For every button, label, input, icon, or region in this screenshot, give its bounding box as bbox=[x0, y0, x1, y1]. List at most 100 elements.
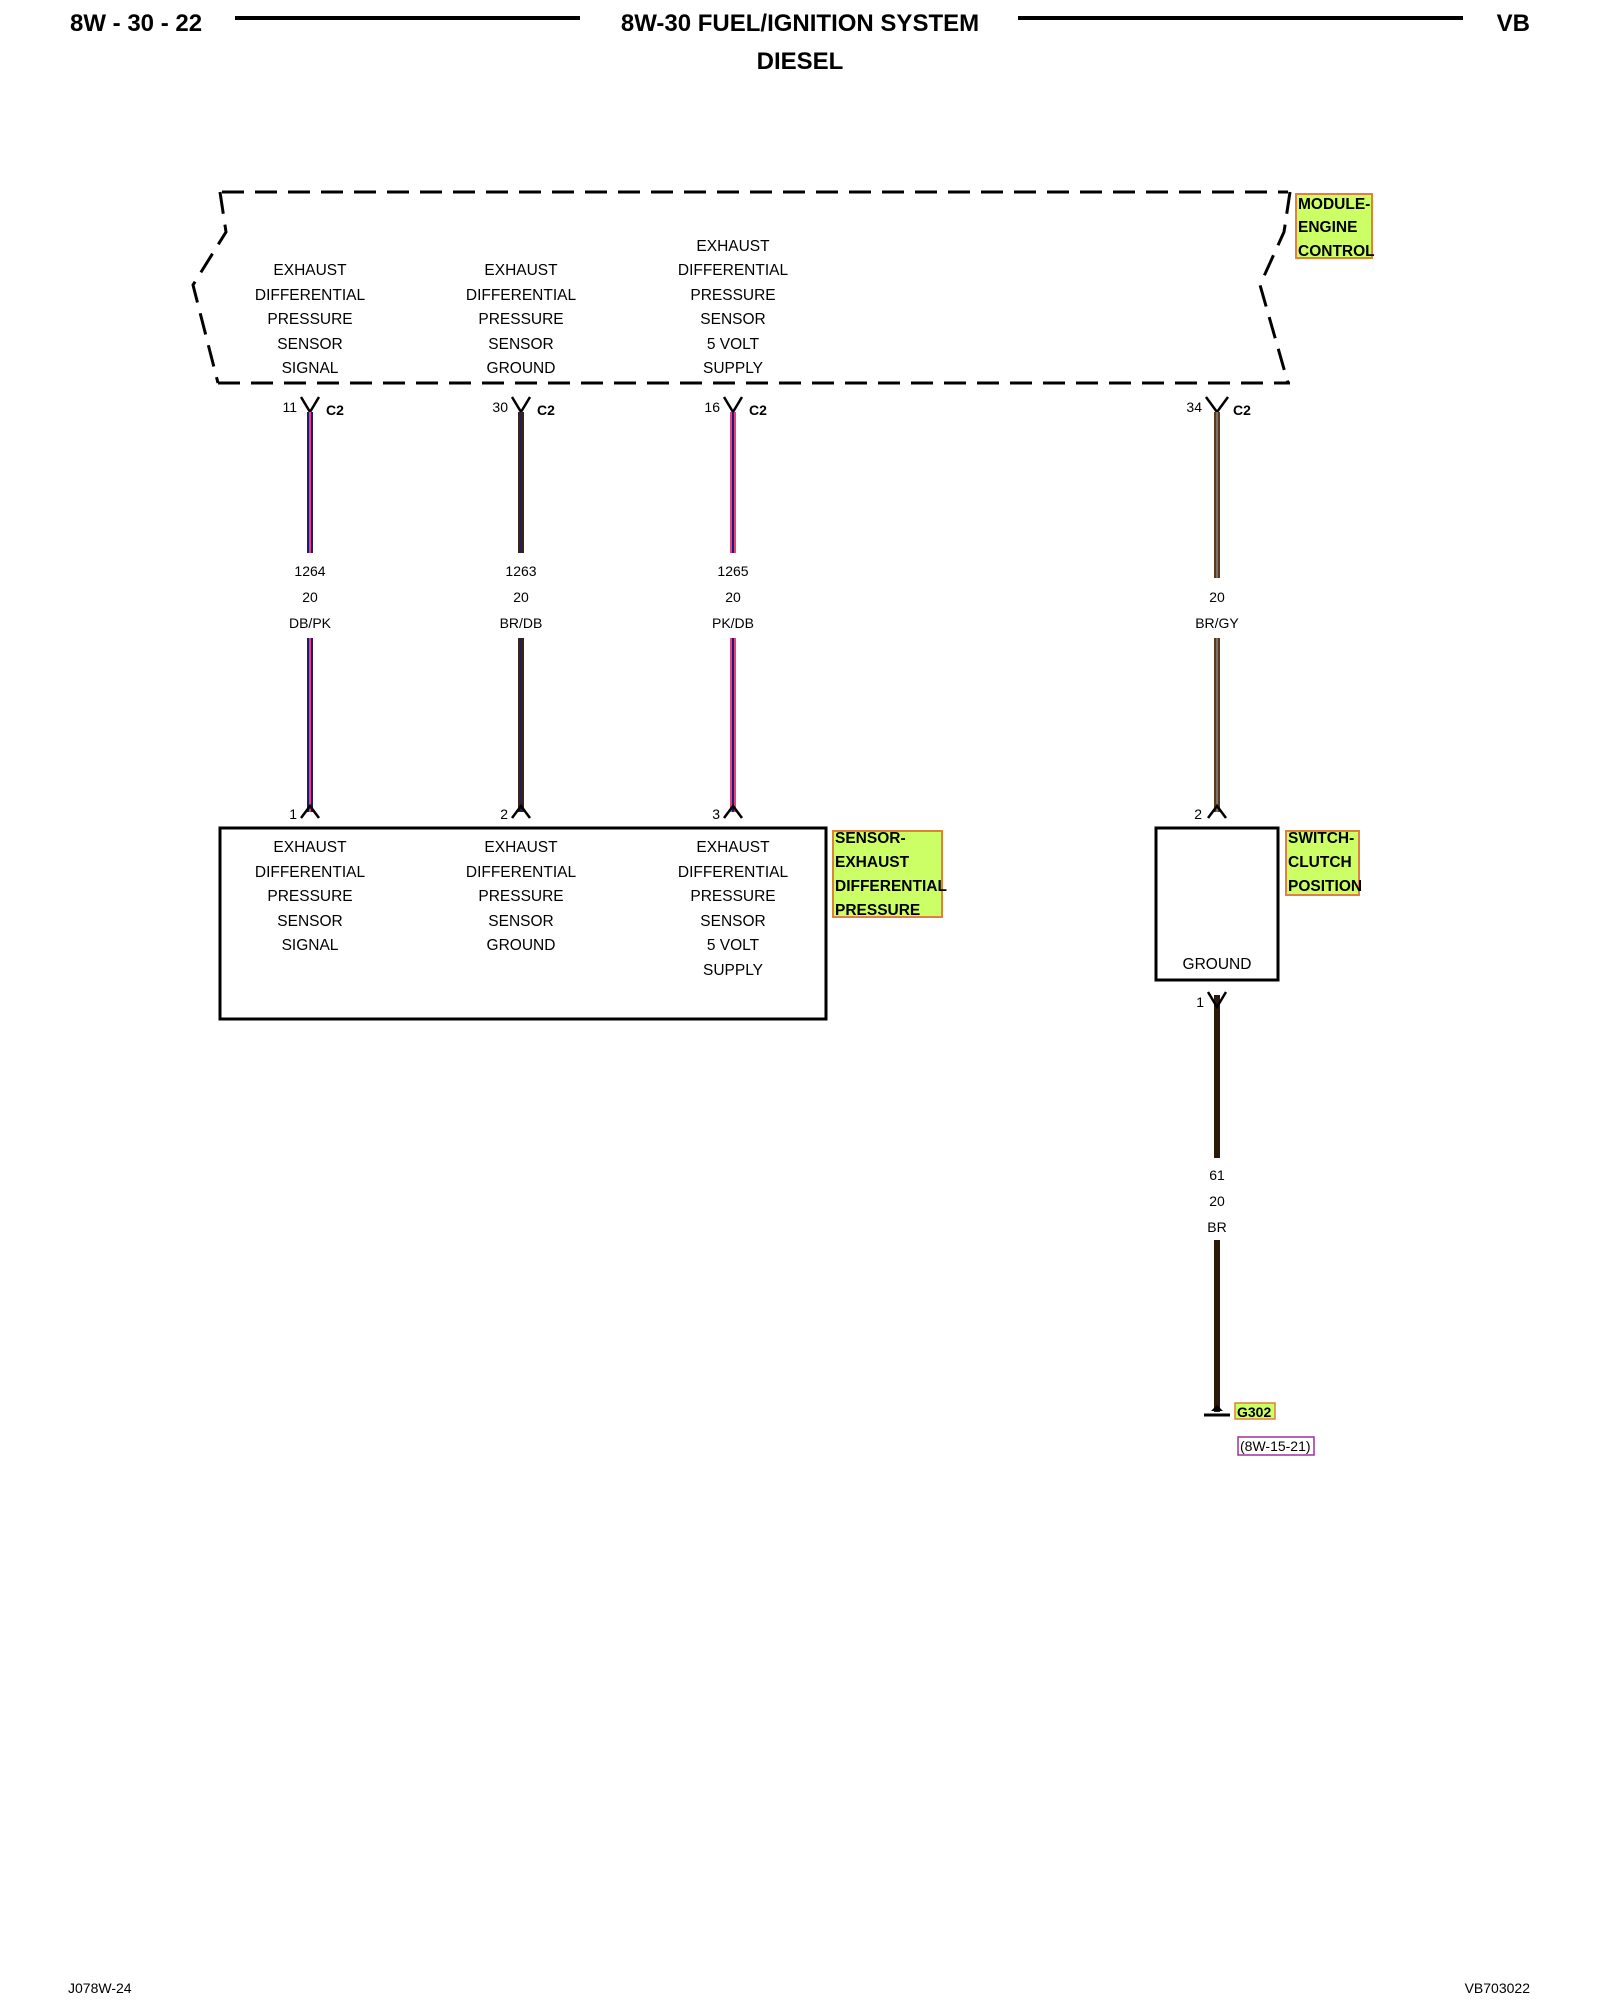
wire-circuit-number: 1264 bbox=[294, 563, 325, 579]
wire-color-code: BR/GY bbox=[1195, 615, 1239, 631]
module-pin-16-label-line-3: PRESSURE bbox=[690, 287, 775, 304]
wire-gauge: 20 bbox=[1209, 589, 1225, 605]
sensor-pin-1-label-line-5: SIGNAL bbox=[282, 937, 339, 954]
engine-control-module bbox=[191, 190, 1292, 385]
wire-gauge: 20 bbox=[302, 589, 318, 605]
module-pin-30-label-line-1: EXHAUST bbox=[484, 262, 558, 279]
sensor-connector-pin-3: 3 bbox=[712, 803, 743, 822]
switch-name-highlight bbox=[1285, 830, 1360, 896]
ground-g302[interactable]: G302 bbox=[1204, 1402, 1276, 1420]
wire-color-code: BR/DB bbox=[500, 615, 543, 631]
ground-arrow-icon bbox=[1211, 1405, 1223, 1411]
ground-reference[interactable]: (8W-15-21) bbox=[1240, 1438, 1311, 1454]
module-pin-30-label-line-4: SENSOR bbox=[488, 336, 553, 353]
module-pin-11-label-line-3: PRESSURE bbox=[267, 311, 352, 328]
module-pin-11-label-line-4: SENSOR bbox=[277, 336, 342, 353]
male-terminal-icon bbox=[300, 803, 320, 819]
module-pin-11-label-line-2: DIFFERENTIAL bbox=[255, 287, 366, 304]
module-pin-16-label-line-6: SUPPLY bbox=[703, 360, 763, 377]
module-pin-11-label-line-5: SIGNAL bbox=[282, 360, 339, 377]
pin-number: 2 bbox=[500, 806, 508, 822]
sensor-pin-3-label-line-3: PRESSURE bbox=[690, 888, 775, 905]
pin-number: 1 bbox=[289, 806, 297, 822]
connector-id: C2 bbox=[1233, 402, 1251, 418]
module-pin-16-label-line-1: EXHAUST bbox=[696, 238, 770, 255]
wire-circuit-number: 61 bbox=[1209, 1167, 1225, 1183]
sensor-name-line-1: SENSOR- bbox=[835, 830, 906, 847]
ground-name: G302 bbox=[1237, 1404, 1271, 1420]
connector-id: C2 bbox=[749, 402, 767, 418]
sensor-pin-2-label-line-1: EXHAUST bbox=[484, 839, 558, 856]
reference-outline bbox=[1237, 1436, 1315, 1456]
switch-ground-label: GROUND bbox=[1183, 956, 1252, 973]
female-terminal-icon bbox=[1206, 991, 1228, 1010]
wire-color-code: PK/DB bbox=[712, 615, 754, 631]
wire-gauge: 20 bbox=[513, 589, 529, 605]
switch-name-line-3: POSITION bbox=[1288, 878, 1362, 895]
module-pin-30-label-line-5: GROUND bbox=[487, 360, 556, 377]
female-terminal-icon bbox=[722, 396, 744, 415]
module-pin-16-label-line-5: 5 VOLT bbox=[707, 336, 760, 353]
pin-number: 1 bbox=[1196, 994, 1204, 1010]
female-terminal-icon bbox=[299, 396, 321, 415]
pin-number: 11 bbox=[282, 399, 297, 415]
sensor-name-line-3: DIFFERENTIAL bbox=[835, 878, 947, 895]
female-terminal-icon bbox=[1204, 396, 1230, 415]
male-terminal-icon bbox=[723, 803, 743, 819]
wire-circuit-number: 1265 bbox=[717, 563, 748, 579]
module-pin-11-label-line-1: EXHAUST bbox=[273, 262, 347, 279]
sensor-pin-1-label-line-1: EXHAUST bbox=[273, 839, 347, 856]
sensor-connector-pin-2: 2 bbox=[500, 803, 531, 822]
clutch-position-switch bbox=[1154, 826, 1280, 982]
footer-right-code: VB703022 bbox=[1465, 1980, 1531, 1996]
pin-number: 2 bbox=[1194, 806, 1202, 822]
sensor-pin-3-label-line-5: 5 VOLT bbox=[707, 937, 760, 954]
module-pin-16-label-line-4: SENSOR bbox=[700, 311, 765, 328]
sensor-connector-pin-1: 1 bbox=[289, 803, 320, 822]
sensor-pin-3-label-line-2: DIFFERENTIAL bbox=[678, 864, 789, 881]
pin-number: 16 bbox=[704, 399, 720, 415]
switch-connector-pin-1: 1 bbox=[1196, 991, 1228, 1010]
module-name-line-2: ENGINE bbox=[1298, 219, 1357, 236]
exhaust-differential-pressure-sensor bbox=[218, 826, 828, 1021]
module-pin-30-label-line-2: DIFFERENTIAL bbox=[466, 287, 577, 304]
sensor-pin-2-label-line-2: DIFFERENTIAL bbox=[466, 864, 577, 881]
pin-number: 3 bbox=[712, 806, 720, 822]
module-name-highlight bbox=[1295, 193, 1373, 259]
sensor-name-line-4: PRESSURE bbox=[835, 902, 920, 919]
sensor-pin-1-label-line-3: PRESSURE bbox=[267, 888, 352, 905]
sensor-pin-3-label-line-1: EXHAUST bbox=[696, 839, 770, 856]
wire-color-code: BR bbox=[1207, 1219, 1226, 1235]
pin-number: 30 bbox=[492, 399, 508, 415]
switch-connector-pin-2: 2 bbox=[1194, 803, 1227, 822]
page-number: 8W - 30 - 22 bbox=[70, 10, 202, 37]
module-connector-pin-30: 30 C2 bbox=[492, 396, 555, 418]
module-pin-30-label-line-3: PRESSURE bbox=[478, 311, 563, 328]
sensor-pin-2-label-line-5: GROUND bbox=[487, 937, 556, 954]
sensor-pin-1-label-line-2: DIFFERENTIAL bbox=[255, 864, 366, 881]
wire-circuit-number: 1263 bbox=[505, 563, 536, 579]
female-terminal-icon bbox=[510, 396, 532, 415]
sensor-pin-2-label-line-3: PRESSURE bbox=[478, 888, 563, 905]
connector-id: C2 bbox=[537, 402, 555, 418]
connector-id: C2 bbox=[326, 402, 344, 418]
sensor-name-highlight bbox=[832, 830, 943, 918]
sensor-pin-1-label-line-4: SENSOR bbox=[277, 913, 342, 930]
wire-gauge: 20 bbox=[1209, 1193, 1225, 1209]
sensor-pin-2-label-line-4: SENSOR bbox=[488, 913, 553, 930]
wire-gauge: 20 bbox=[725, 589, 741, 605]
pin-number: 34 bbox=[1186, 399, 1202, 415]
ground-reference-link[interactable]: (8W-15-21) bbox=[1237, 1436, 1315, 1456]
module-name-line-1: MODULE- bbox=[1298, 196, 1370, 213]
sensor-pin-3-label-line-6: SUPPLY bbox=[703, 962, 763, 979]
model-code: VB bbox=[1497, 10, 1530, 37]
footer-left-code: J078W-24 bbox=[68, 1980, 132, 1996]
sensor-pin-3-label-line-4: SENSOR bbox=[700, 913, 765, 930]
male-terminal-icon bbox=[511, 803, 531, 819]
module-connector-pin-34: 34 C2 bbox=[1186, 396, 1251, 418]
sensor-name-line-2: EXHAUST bbox=[835, 854, 910, 871]
module-pin-16-label-line-2: DIFFERENTIAL bbox=[678, 262, 789, 279]
page-subtitle: DIESEL bbox=[757, 48, 844, 75]
module-name-line-3: CONTROL bbox=[1298, 243, 1375, 260]
